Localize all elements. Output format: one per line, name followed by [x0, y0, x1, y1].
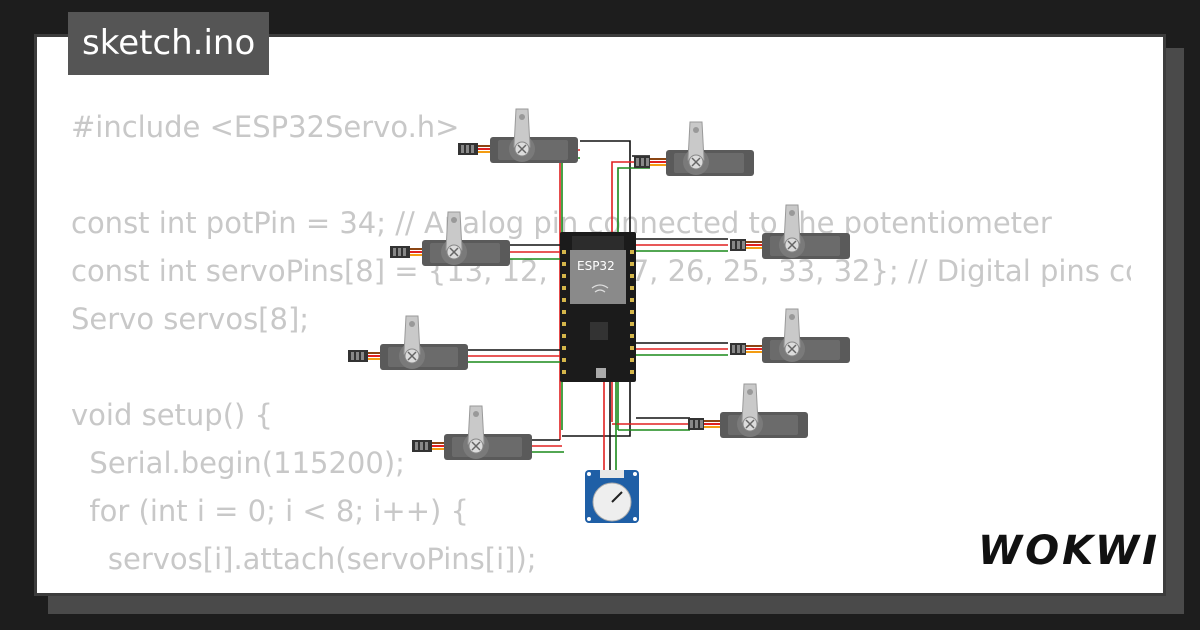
filename-tab[interactable]: sketch.ino	[68, 12, 270, 75]
servo-motor-icon[interactable]	[347, 315, 469, 371]
servo-motor-icon[interactable]	[729, 308, 851, 364]
servo-motor-icon[interactable]	[457, 108, 579, 164]
servo-motor-icon[interactable]	[389, 211, 511, 267]
esp32-board-icon[interactable]: ESP32	[560, 232, 636, 382]
code-line: Servo servos[8];	[71, 302, 310, 336]
servo-motor-icon[interactable]	[411, 405, 533, 461]
code-line: for (int i = 0; i < 8; i++) {	[71, 494, 469, 528]
board-label: ESP32	[577, 259, 615, 273]
servo-motor-icon[interactable]	[729, 204, 851, 260]
code-line: void setup() {	[71, 398, 273, 432]
code-line: #include <ESP32Servo.h>	[71, 110, 460, 144]
code-line: }	[71, 590, 107, 593]
servo-motor-icon[interactable]	[687, 383, 809, 439]
wires	[382, 140, 728, 472]
code-line: Serial.begin(115200);	[71, 446, 405, 480]
servo-motor-icon[interactable]	[633, 121, 755, 177]
code-line: const int potPin = 34; // Analog pin con…	[71, 206, 1052, 240]
wokwi-logo: WOKWI	[978, 528, 1161, 574]
code-preview: #include <ESP32Servo.h> const int potPin…	[71, 103, 1131, 593]
potentiometer-icon[interactable]	[585, 470, 639, 523]
code-line: servos[i].attach(servoPins[i]);	[71, 542, 537, 576]
